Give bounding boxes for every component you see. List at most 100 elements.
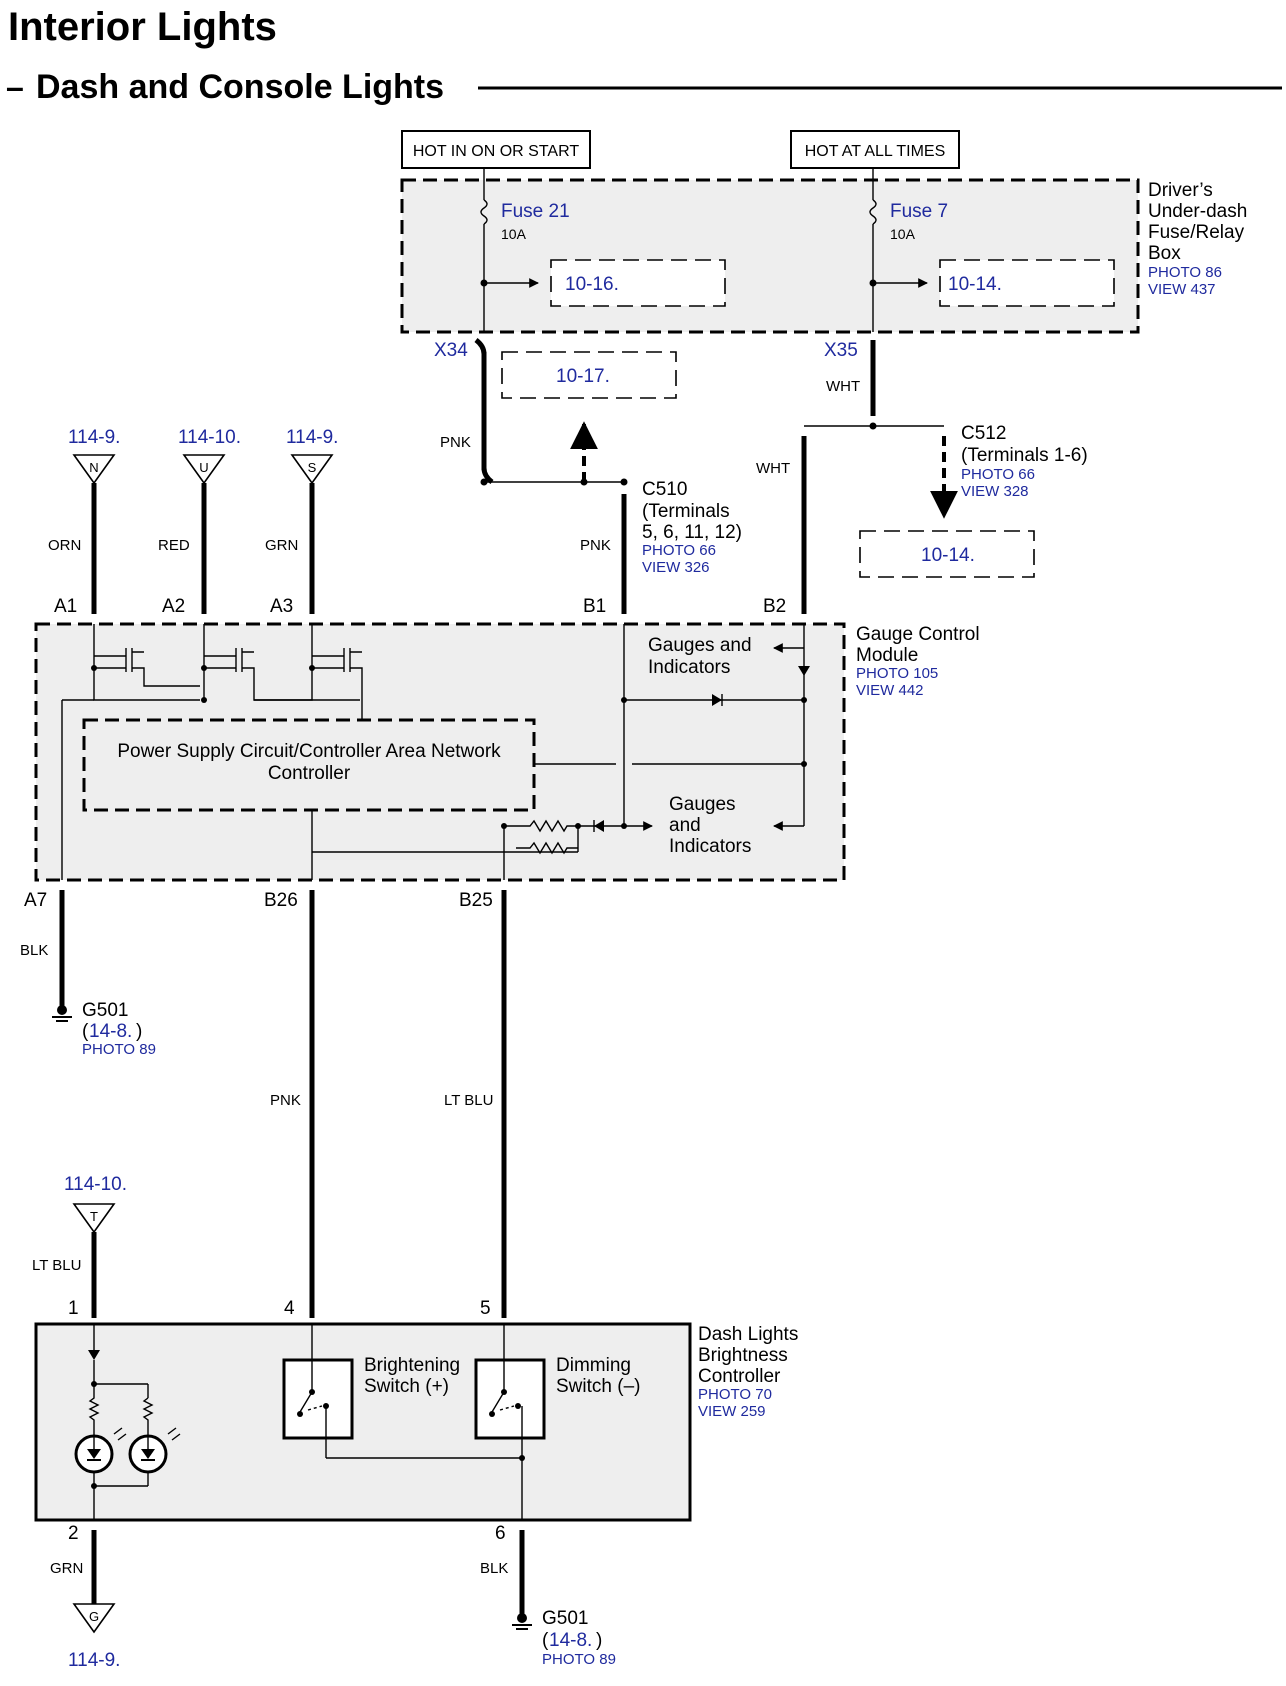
c512-view-link[interactable]: VIEW 328: [961, 483, 1029, 500]
connector-x35: X35: [824, 340, 858, 361]
dlbc-name-3: Controller: [698, 1366, 781, 1387]
psu-can-controller: [82, 718, 536, 812]
wire-label-pnk-upper: PNK: [440, 434, 471, 451]
splice-dot-left: [480, 478, 488, 486]
g501-upper-name: G501: [82, 1000, 128, 1021]
ref-box-10-14-lower: [859, 530, 1035, 578]
gcm-pin-a1: A1: [54, 596, 77, 617]
wire-label-pnk-b26: PNK: [270, 1092, 301, 1109]
dimming-switch-line-2: Switch (–): [556, 1376, 640, 1397]
gcm-pin-a7: A7: [24, 890, 47, 911]
terminal-u-ref[interactable]: 114-10.: [178, 427, 241, 448]
wire-label-blk-pin6: BLK: [480, 1560, 508, 1577]
terminal-t-letter: T: [90, 1209, 98, 1224]
terminal-s-letter: S: [308, 460, 317, 475]
c510-name: C510: [642, 479, 687, 500]
dlbc-name-1: Dash Lights: [698, 1324, 798, 1345]
dlbc-view-link[interactable]: VIEW 259: [698, 1403, 766, 1420]
c510-terms1: (Terminals: [642, 501, 730, 522]
page-subtitle: Dash and Console Lights: [36, 68, 444, 106]
wire-label-wht-b2: WHT: [756, 460, 790, 477]
gcm-pin-b2: B2: [763, 596, 786, 617]
gauges2-line-3: Indicators: [669, 836, 751, 857]
brightening-switch: [282, 1324, 354, 1458]
ref-link-10-17[interactable]: 10-17.: [556, 366, 610, 387]
gcm-pin-b25: B25: [459, 890, 493, 911]
psu-line-1: Power Supply Circuit/Controller Area Net…: [117, 741, 501, 762]
fuse7-symbol: [869, 199, 877, 225]
c512-name: C512: [961, 423, 1006, 444]
g501-lower-photo-link[interactable]: PHOTO 89: [542, 1651, 616, 1668]
fuse7-label: Fuse 7: [890, 201, 948, 222]
fusebox-name-3: Fuse/Relay: [1148, 222, 1245, 243]
wire-label-blk-a7: BLK: [20, 942, 48, 959]
c510-photo-link[interactable]: PHOTO 66: [642, 542, 716, 559]
ground-symbol-g501-upper: [52, 1005, 72, 1022]
ref-box-10-17: [501, 351, 677, 399]
ref-link-10-16[interactable]: 10-16.: [565, 274, 619, 295]
fuse21-rating: 10A: [501, 226, 527, 242]
hot-on-start-label: HOT IN ON OR START: [413, 143, 579, 160]
terminal-n-ref[interactable]: 114-9.: [68, 427, 120, 448]
splice-dot-right: [620, 478, 628, 486]
hot-on-start-box: [401, 130, 591, 169]
wire-label-grn-top: GRN: [265, 537, 298, 554]
wire-label-ltblu-b25: LT BLU: [444, 1092, 493, 1109]
subtitle-dash: –: [6, 69, 24, 105]
led-indicator-circuit: [74, 1324, 181, 1520]
terminal-t-symbol: [72, 1203, 116, 1234]
gcm-pin-b1: B1: [583, 596, 606, 617]
ground-symbol-g501-lower: [512, 1613, 532, 1630]
fusebox-name-4: Box: [1148, 243, 1181, 264]
g501-lower-ref-link[interactable]: 14-8.: [549, 1630, 592, 1651]
gcm-driver-circuits: [61, 624, 363, 880]
wire-label-ltblu-pin1: LT BLU: [32, 1257, 81, 1274]
gauges2-line-1: Gauges: [669, 794, 736, 815]
terminal-g-letter: G: [89, 1609, 99, 1624]
gcm-indicator-circuits: [311, 624, 810, 880]
gauges1-line-2: Indicators: [648, 657, 730, 678]
fuse21-symbol: [480, 199, 488, 225]
terminal-s-symbol: [290, 454, 334, 485]
ref-link-10-14-top[interactable]: 10-14.: [948, 274, 1002, 295]
gauges1-line-1: Gauges and: [648, 635, 752, 656]
connector-x34: X34: [434, 340, 468, 361]
hot-all-times-label: HOT AT ALL TIMES: [805, 143, 946, 160]
dimming-switch-line-1: Dimming: [556, 1355, 631, 1376]
terminal-t-ref[interactable]: 114-10.: [64, 1174, 127, 1195]
gauges2-line-2: and: [669, 815, 701, 836]
gcm-photo-link[interactable]: PHOTO 105: [856, 665, 938, 682]
dlbc-pin-1: 1: [68, 1298, 79, 1319]
g501-upper-close: ): [136, 1021, 142, 1042]
terminal-u-letter: U: [199, 460, 208, 475]
gcm-name-2: Module: [856, 645, 918, 666]
fuse7-rating: 10A: [890, 226, 916, 242]
fusebox-photo-link[interactable]: PHOTO 86: [1148, 264, 1222, 281]
g501-lower-close: ): [596, 1630, 602, 1651]
wire-label-wht-upper: WHT: [826, 378, 860, 395]
g501-upper-photo-link[interactable]: PHOTO 89: [82, 1041, 156, 1058]
dlbc-photo-link[interactable]: PHOTO 70: [698, 1386, 772, 1403]
c512-terms: (Terminals 1-6): [961, 445, 1088, 466]
terminal-s: 114-9. S: [286, 427, 338, 485]
terminal-u-symbol: [182, 454, 226, 485]
switch-common-circuit: [326, 1455, 525, 1520]
terminal-s-ref[interactable]: 114-9.: [286, 427, 338, 448]
c510-view-link[interactable]: VIEW 326: [642, 559, 710, 576]
terminal-g-ref[interactable]: 114-9.: [68, 1650, 120, 1671]
terminal-n-letter: N: [89, 460, 98, 475]
dash-lights-brightness-controller: [34, 1322, 692, 1522]
g501-upper-ref-link[interactable]: 14-8.: [89, 1021, 132, 1042]
gcm-name-1: Gauge Control: [856, 624, 980, 645]
brightening-switch-line-1: Brightening: [364, 1355, 460, 1376]
wire-label-red: RED: [158, 537, 190, 554]
terminal-g-symbol: [72, 1603, 116, 1634]
fusebox-view-link[interactable]: VIEW 437: [1148, 281, 1216, 298]
ref-box-10-16: [550, 259, 726, 307]
g501-upper-open: (: [82, 1021, 89, 1042]
c512-photo-link[interactable]: PHOTO 66: [961, 466, 1035, 483]
gcm-view-link[interactable]: VIEW 442: [856, 682, 924, 699]
dlbc-pin-5: 5: [480, 1298, 491, 1319]
ref-link-10-14-lower[interactable]: 10-14.: [921, 545, 975, 566]
